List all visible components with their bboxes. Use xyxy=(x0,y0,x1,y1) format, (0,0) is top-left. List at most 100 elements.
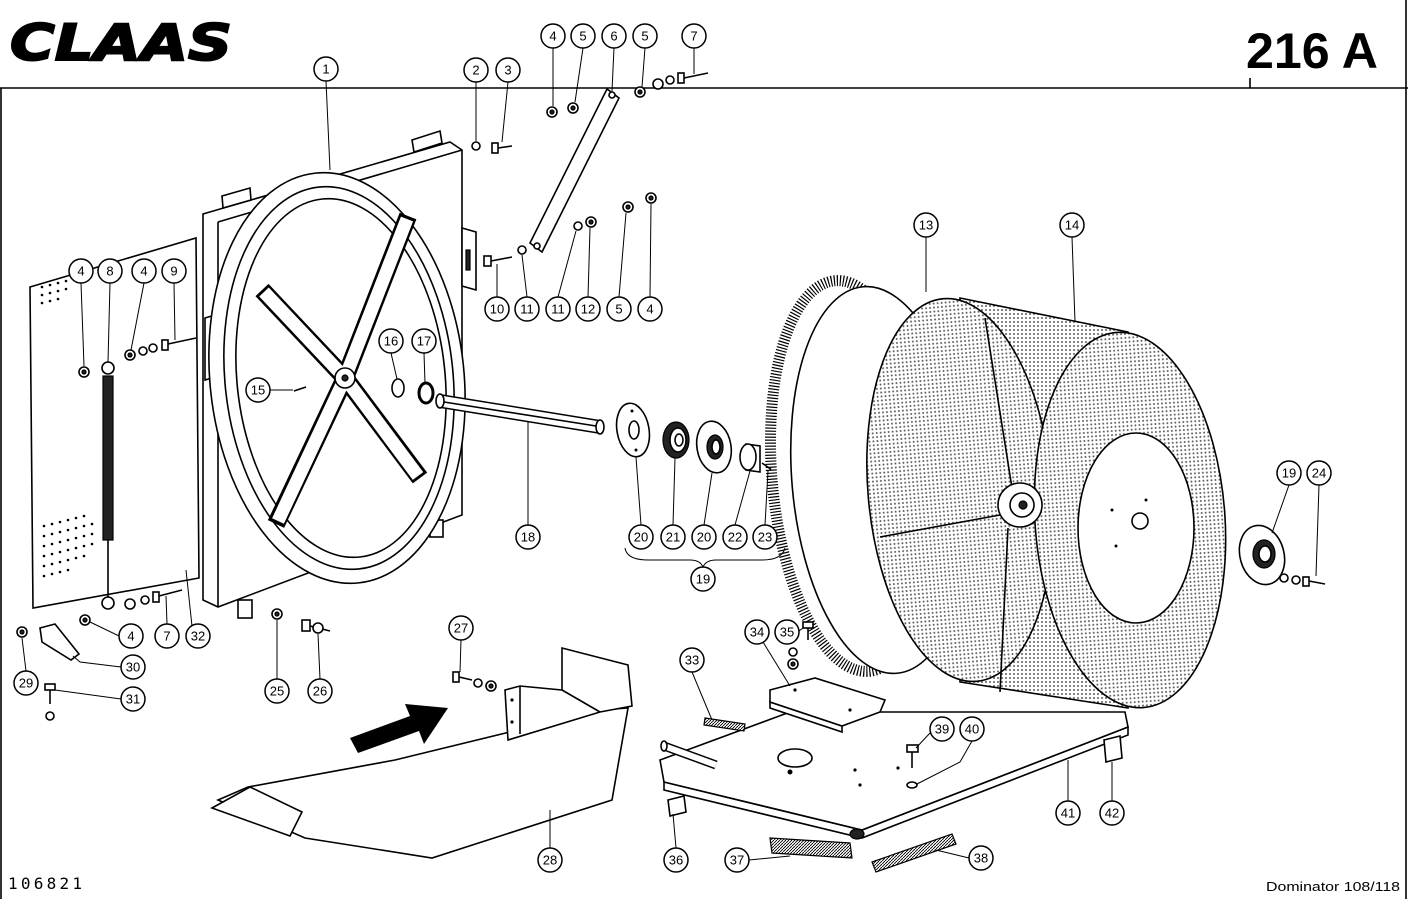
bolt-24 xyxy=(1279,573,1326,587)
callout-label: 16 xyxy=(384,334,398,349)
callout-circle xyxy=(691,524,717,550)
callout-circle xyxy=(514,296,540,322)
callout-label: 39 xyxy=(935,722,949,737)
callout-35: 29 xyxy=(13,670,39,696)
callout-circle xyxy=(959,716,985,742)
callout-20: 17 xyxy=(411,328,437,354)
callout-label: 20 xyxy=(697,530,711,545)
callout-49: 36 xyxy=(663,847,689,873)
callout-circle xyxy=(570,23,596,49)
callout-label: 33 xyxy=(685,653,699,668)
bolt-27 xyxy=(452,671,497,692)
callout-label: 42 xyxy=(1105,806,1119,821)
callout-label: 18 xyxy=(521,530,535,545)
callout-label: 17 xyxy=(417,334,431,349)
model-label: Dominator 108/118 xyxy=(1266,879,1400,894)
callout-circle xyxy=(660,524,686,550)
callout-label: 4 xyxy=(140,264,147,279)
callout-circle xyxy=(245,377,271,403)
callout-circle xyxy=(632,23,658,49)
callout-25: 22 xyxy=(722,524,748,550)
bearing xyxy=(662,421,690,459)
callout-label: 11 xyxy=(551,302,565,317)
claas-logo: CLAAS xyxy=(10,14,232,72)
callout-27: 19 xyxy=(690,566,716,592)
callout-circle xyxy=(724,847,750,873)
callout-circle xyxy=(378,328,404,354)
gas-spring xyxy=(101,361,115,610)
callout-9: 11 xyxy=(514,296,540,322)
callout-circle xyxy=(1059,212,1085,238)
callout-circle xyxy=(515,524,541,550)
callout-label: 1 xyxy=(322,62,329,77)
callout-circle xyxy=(120,654,146,680)
callout-3: 4 xyxy=(540,23,566,49)
callout-circle xyxy=(913,212,939,238)
callout-17: 9 xyxy=(161,258,187,284)
callout-label: 24 xyxy=(1312,466,1326,481)
callout-circle xyxy=(637,296,663,322)
rotary-screen-drum xyxy=(764,275,1227,709)
callout-50: 37 xyxy=(724,847,750,873)
callout-8: 10 xyxy=(484,296,510,322)
callout-34: 32 xyxy=(185,623,211,649)
callout-label: 3 xyxy=(504,63,511,78)
callout-label: 5 xyxy=(579,29,586,44)
bracket-36 xyxy=(667,795,687,817)
callout-circle xyxy=(606,296,632,322)
callout-0: 1 xyxy=(313,56,339,82)
spacer xyxy=(739,443,761,473)
callout-48: 28 xyxy=(537,847,563,873)
rail-37 xyxy=(769,837,853,859)
callout-circle xyxy=(545,296,571,322)
callout-circle xyxy=(1276,460,1302,486)
callout-41: 33 xyxy=(679,647,705,673)
callout-circle xyxy=(185,623,211,649)
rod xyxy=(660,740,718,770)
callout-label: 36 xyxy=(669,853,683,868)
base-plate xyxy=(659,711,1129,840)
flange-bearing-right xyxy=(1238,524,1286,586)
callout-circle xyxy=(774,619,800,645)
direction-arrow xyxy=(350,704,448,753)
bracket-42 xyxy=(1103,734,1123,764)
callout-36: 30 xyxy=(120,654,146,680)
callout-15: 8 xyxy=(97,258,123,284)
callout-13: 4 xyxy=(637,296,663,322)
callout-4: 5 xyxy=(570,23,596,49)
callout-label: 4 xyxy=(127,629,134,644)
callout-38: 25 xyxy=(264,678,290,704)
callout-label: 7 xyxy=(690,29,697,44)
flange-right xyxy=(695,420,733,474)
callout-44: 39 xyxy=(929,716,955,742)
callout-label: 34 xyxy=(750,625,764,640)
callout-label: 23 xyxy=(758,530,772,545)
callout-circle xyxy=(131,258,157,284)
callout-51: 38 xyxy=(968,845,994,871)
callout-label: 38 xyxy=(974,851,988,866)
callout-6: 5 xyxy=(632,23,658,49)
callout-label: 5 xyxy=(641,29,648,44)
callout-circle xyxy=(1055,800,1081,826)
callout-18: 15 xyxy=(245,377,271,403)
callout-circle xyxy=(628,524,654,550)
callout-31: 24 xyxy=(1306,460,1332,486)
callout-37: 31 xyxy=(120,686,146,712)
drawing-number: 106821 xyxy=(8,874,82,893)
strip-33 xyxy=(703,717,746,732)
callout-label: 8 xyxy=(106,264,113,279)
callout-32: 4 xyxy=(118,623,144,649)
callout-label: 29 xyxy=(19,676,33,691)
callout-circle xyxy=(484,296,510,322)
callout-label: 27 xyxy=(454,621,468,636)
bolt-39 xyxy=(906,744,919,768)
callout-22: 20 xyxy=(628,524,654,550)
nut-40 xyxy=(906,781,918,789)
callout-circle xyxy=(307,678,333,704)
callout-33: 7 xyxy=(154,623,180,649)
callout-circle xyxy=(681,23,707,49)
callout-1: 2 xyxy=(463,57,489,83)
callout-11: 12 xyxy=(575,296,601,322)
callout-label: 4 xyxy=(646,302,653,317)
